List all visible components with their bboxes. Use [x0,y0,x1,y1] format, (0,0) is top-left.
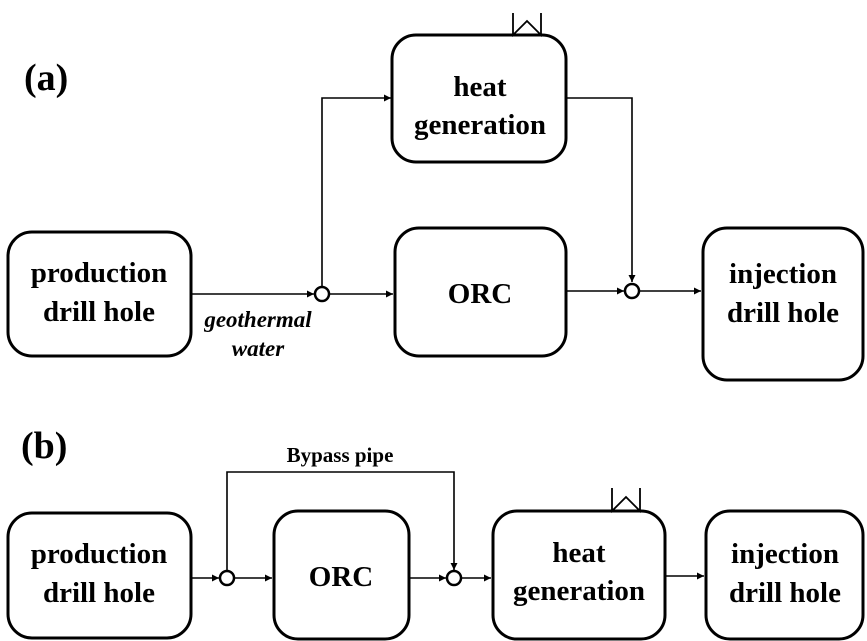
panel-a-flow-label-line2: water [232,336,285,361]
panel-a-heat-line2: generation [414,109,546,141]
panel-a-splitter-node [313,285,331,303]
panel-b-orc-label: ORC [309,561,373,593]
panel-a-injection-box: injection drill hole [701,226,865,382]
panel-b-mixer-node [445,569,463,587]
panel-b-injection-line2: drill hole [729,577,841,609]
panel-b-heat-line1: heat [552,537,606,569]
panel-b-orc-box: ORC [272,509,411,641]
panel-b-bypass-label: Bypass pipe [287,443,394,467]
panel-a-label: (a) [24,57,68,99]
panel-a-orc-box: ORC [393,226,568,358]
panel-a-flow-label-line1: geothermal [203,307,312,332]
panel-b-label: (b) [21,425,67,467]
panel-b-heat-line2: generation [513,575,645,607]
panel-a-heat-exchanger-icon [512,13,542,38]
panel-a-production-box: production drill hole [6,230,193,358]
panel-a-orc-label: ORC [448,278,512,310]
panel-b-heat-exchanger-icon [611,488,641,514]
panel-b-injection-line1: injection [731,538,839,570]
panel-a-mixer-node [623,282,641,300]
panel-b-splitter-node [218,569,236,587]
panel-b-production-box: production drill hole [6,511,193,640]
panel-a-injection-line1: injection [729,258,837,290]
panel-b-bypass-pipe [226,471,458,571]
panel-a-heat-line1: heat [453,71,507,103]
panel-b-injection-box: injection drill hole [704,509,865,641]
panel-b-production-line2: drill hole [43,577,155,609]
panel-a-injection-line2: drill hole [727,297,839,329]
panel-a-production-line2: drill hole [43,296,155,328]
panel-b-production-line1: production [31,538,167,570]
panel-a-arrow-heat-to-mixer [566,97,636,282]
panel-a-production-line1: production [31,257,167,289]
panel-a-arrow-splitter-to-heat [321,94,391,287]
panel-a-heat-generation-box: heat generation [390,33,568,164]
panel-b-heat-generation-box: heat generation [491,509,667,641]
